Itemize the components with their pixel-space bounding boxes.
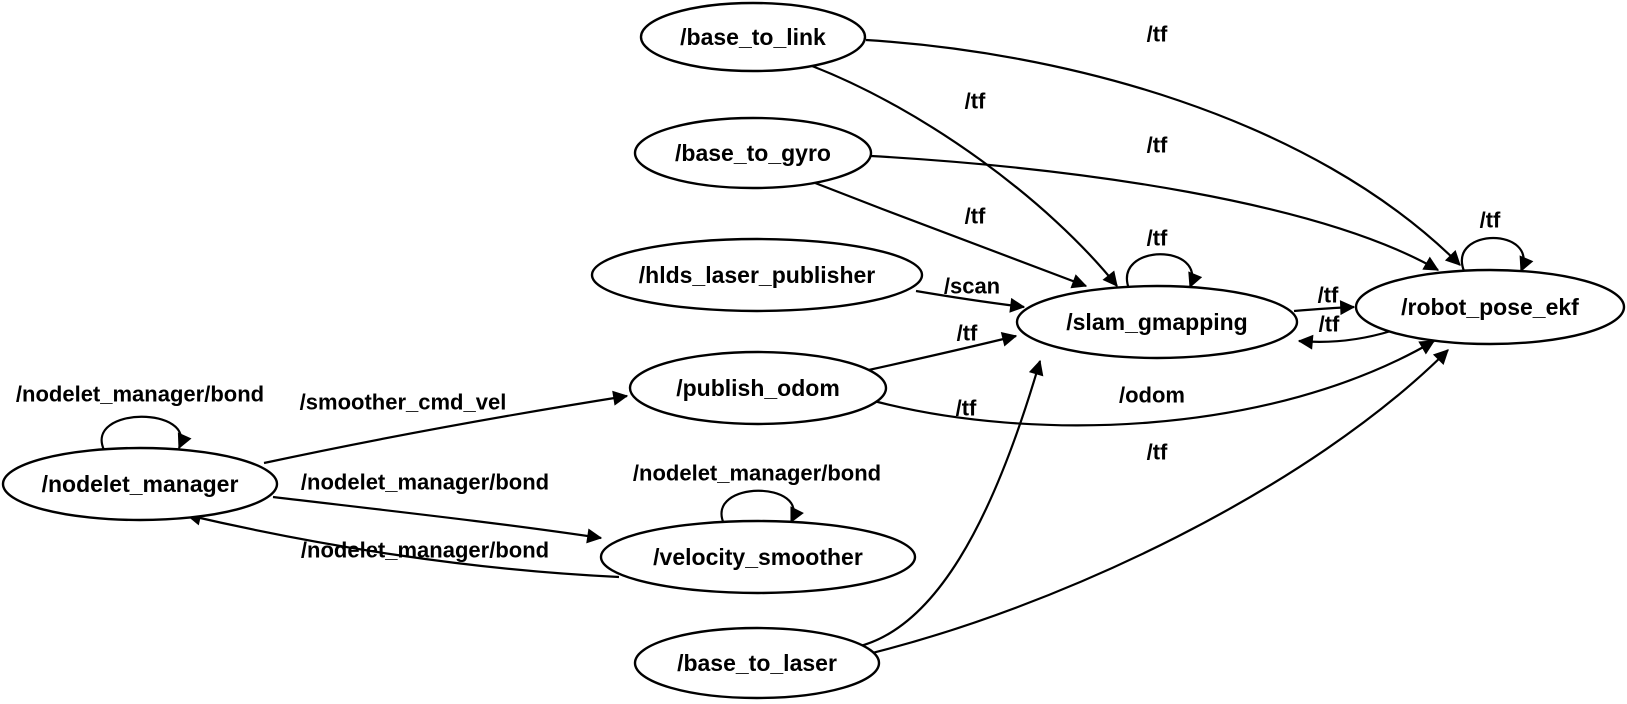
node-base_to_gyro-ellipse	[633, 116, 873, 190]
edge-base_to_gyro-robot_pose_ekf: /tf	[870, 133, 1440, 271]
edge-base_to_gyro-robot_pose_ekf-label: /tf	[1147, 133, 1168, 158]
node-base_to_laser-label: /base_to_laser	[677, 650, 837, 676]
node-velocity_smoother-label: /velocity_smoother	[653, 544, 863, 570]
edge-base_to_link-slam_gmapping: /tf	[811, 64, 1118, 287]
node-slam_gmapping: /slam_gmapping	[1015, 284, 1299, 360]
node-robot_pose_ekf: /robot_pose_ekf	[1354, 268, 1626, 346]
edge-base_to_link-slam_gmapping-label: /tf	[965, 89, 986, 114]
node-base_to_link-label: /base_to_link	[680, 24, 826, 50]
edge-base_to_link-robot_pose_ekf-label: /tf	[1147, 22, 1168, 47]
node-velocity_smoother: /velocity_smoother	[599, 519, 917, 595]
edge-publish_odom-slam_gmapping-path	[863, 331, 1018, 373]
edge-hlds_laser_publisher-slam_gmapping: /scan	[915, 274, 1026, 313]
node-base_to_gyro-label: /base_to_gyro	[675, 140, 831, 166]
selfloop-robot_pose_ekf: /tf	[1460, 208, 1534, 273]
edge-publish_odom-robot_pose_ekf-path	[873, 340, 1436, 427]
edge-nodelet_manager-velocity_smoother: /nodelet_manager/bond	[272, 470, 603, 544]
node-publish_odom: /publish_odom	[628, 350, 888, 426]
edge-robot_pose_ekf-slam_gmapping: /tf	[1297, 312, 1392, 350]
edge-velocity_smoother-nodelet_manager-label: /nodelet_manager/bond	[301, 538, 549, 563]
edge-base_to_laser-robot_pose_ekf-path	[859, 349, 1449, 658]
node-base_to_laser-ellipse	[633, 626, 881, 700]
edge-base_to_laser-robot_pose_ekf-label: /tf	[1147, 440, 1168, 465]
node-base_to_link: /base_to_link	[639, 1, 867, 73]
node-hlds_laser_publisher-ellipse	[590, 237, 924, 313]
edge-hlds_laser_publisher-slam_gmapping-path	[915, 289, 1026, 313]
node-publish_odom-ellipse	[628, 350, 888, 426]
edge-nodelet_manager-publish_odom-path	[263, 390, 629, 465]
node-publish_odom-label: /publish_odom	[676, 375, 840, 401]
edge-base_to_link-robot_pose_ekf-path	[865, 38, 1461, 266]
node-velocity_smoother-ellipse	[599, 519, 917, 595]
node-nodelet_manager-ellipse	[1, 446, 279, 522]
edge-publish_odom-slam_gmapping-label: /tf	[957, 321, 978, 346]
edge-velocity_smoother-nodelet_manager: /nodelet_manager/bond	[185, 510, 620, 579]
selfloop-velocity_smoother-label: /nodelet_manager/bond	[633, 461, 881, 486]
edge-base_to_laser-slam_gmapping-path	[844, 359, 1044, 651]
selfloop-robot_pose_ekf-label: /tf	[1480, 208, 1501, 233]
edge-nodelet_manager-publish_odom: /smoother_cmd_vel	[263, 390, 629, 465]
edge-slam_gmapping-robot_pose_ekf: /tf	[1293, 283, 1356, 316]
selfloop-slam_gmapping-label: /tf	[1147, 226, 1168, 251]
edge-nodelet_manager-velocity_smoother-path	[272, 495, 603, 544]
edge-nodelet_manager-publish_odom-label: /smoother_cmd_vel	[300, 390, 507, 415]
edge-publish_odom-slam_gmapping: /tf	[863, 321, 1018, 373]
node-robot_pose_ekf-label: /robot_pose_ekf	[1401, 294, 1579, 320]
edge-base_to_laser-robot_pose_ekf: /tf	[859, 349, 1449, 658]
node-hlds_laser_publisher: /hlds_laser_publisher	[590, 237, 924, 313]
edge-nodelet_manager-velocity_smoother-label: /nodelet_manager/bond	[301, 470, 549, 495]
node-slam_gmapping-ellipse	[1015, 284, 1299, 360]
edge-base_to_link-robot_pose_ekf: /tf	[865, 22, 1461, 266]
selfloop-slam_gmapping: /tf	[1125, 226, 1203, 290]
node-base_to_link-ellipse	[639, 1, 867, 73]
edge-base_to_laser-slam_gmapping: /tf	[844, 359, 1044, 651]
selfloop-velocity_smoother-path	[720, 489, 804, 525]
selfloop-robot_pose_ekf-path	[1460, 236, 1534, 273]
edge-base_to_gyro-slam_gmapping-label: /tf	[965, 204, 986, 229]
edge-base_to_gyro-slam_gmapping: /tf	[809, 179, 1088, 289]
edge-base_to_link-slam_gmapping-path	[811, 64, 1118, 287]
edge-slam_gmapping-robot_pose_ekf-path	[1293, 300, 1356, 316]
edge-velocity_smoother-nodelet_manager-path	[185, 510, 620, 579]
node-hlds_laser_publisher-label: /hlds_laser_publisher	[639, 262, 876, 288]
node-base_to_gyro: /base_to_gyro	[633, 116, 873, 190]
edge-publish_odom-robot_pose_ekf: /odom	[873, 340, 1436, 427]
edge-base_to_gyro-slam_gmapping-path	[809, 179, 1088, 289]
edge-base_to_laser-slam_gmapping-label: /tf	[956, 396, 977, 421]
node-nodelet_manager: /nodelet_manager	[1, 446, 279, 522]
node-slam_gmapping-label: /slam_gmapping	[1066, 309, 1247, 335]
selfloop-nodelet_manager: /nodelet_manager/bond	[16, 382, 264, 451]
selfloop-nodelet_manager-label: /nodelet_manager/bond	[16, 382, 264, 407]
node-robot_pose_ekf-ellipse	[1354, 268, 1626, 346]
edge-base_to_gyro-robot_pose_ekf-path	[870, 154, 1440, 271]
selfloop-slam_gmapping-path	[1125, 253, 1203, 290]
edge-robot_pose_ekf-slam_gmapping-label: /tf	[1319, 312, 1340, 337]
edge-publish_odom-robot_pose_ekf-label: /odom	[1119, 383, 1185, 408]
selfloop-velocity_smoother: /nodelet_manager/bond	[633, 461, 881, 525]
node-base_to_laser: /base_to_laser	[633, 626, 881, 700]
edge-hlds_laser_publisher-slam_gmapping-label: /scan	[944, 274, 1000, 299]
edge-slam_gmapping-robot_pose_ekf-label: /tf	[1318, 283, 1339, 308]
selfloop-nodelet_manager-path	[100, 415, 192, 451]
edge-robot_pose_ekf-slam_gmapping-path	[1297, 329, 1392, 350]
node-nodelet_manager-label: /nodelet_manager	[42, 471, 239, 497]
